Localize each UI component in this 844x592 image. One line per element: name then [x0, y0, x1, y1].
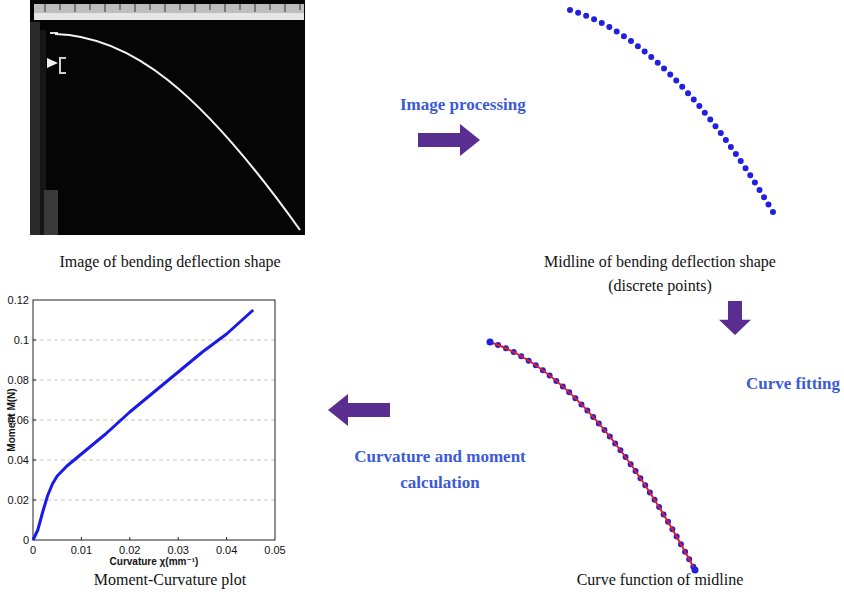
panel-caption: Midline of bending deflection shape (dis… — [525, 250, 795, 298]
axis-tick-label: 0.04 — [211, 543, 243, 557]
axis-tick-label: 0.02 — [114, 543, 146, 557]
axis-tick-label: 0 — [0, 533, 29, 547]
axis-tick-label: 0.02 — [0, 493, 29, 507]
axis-tick-label: 0.01 — [65, 543, 97, 557]
block-arrow — [719, 301, 751, 335]
axis-tick-label: 0.03 — [162, 543, 194, 557]
panel-caption: Moment-Curvature plot — [20, 570, 320, 590]
moment-curvature-chart — [33, 300, 275, 540]
deflection-photo — [30, 0, 305, 235]
axis-title: Curvature χ(mm⁻¹) — [74, 555, 234, 569]
axis-tick-label: 0.08 — [0, 373, 29, 387]
figure-panel: Image of bending deflection shape — [25, 0, 315, 274]
midline-points — [570, 10, 773, 212]
step-label: Curvature and moment calculation — [340, 444, 540, 496]
axis-tick-label: 0.05 — [259, 543, 291, 557]
axis-tick-label: 0.12 — [0, 293, 29, 307]
figure-panel: Midline of bending deflection shape (dis… — [525, 0, 795, 298]
axis-tick-label: 0.04 — [0, 453, 29, 467]
block-arrow — [418, 124, 480, 156]
axis-title: Moment M(N) — [5, 368, 19, 472]
block-arrow — [328, 394, 390, 426]
axis-tick-label: 0 — [17, 543, 49, 557]
step-label: Image processing — [400, 92, 590, 118]
step-label: Curve fitting — [740, 371, 840, 397]
panel-caption: Curve function of midline — [510, 570, 810, 590]
axis-tick-label: 0.1 — [0, 333, 29, 347]
panel-caption: Image of bending deflection shape — [25, 250, 315, 274]
